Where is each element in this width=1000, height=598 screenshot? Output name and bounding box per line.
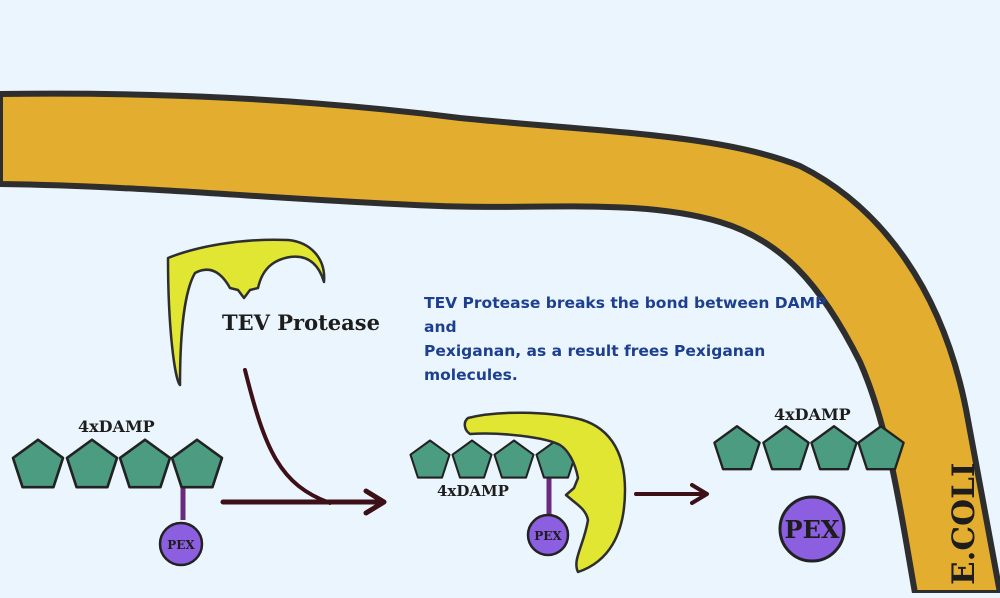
damp-unit	[409, 439, 451, 479]
damp-unit	[493, 439, 535, 479]
damp-unit	[810, 425, 858, 471]
damp-unit	[762, 425, 810, 471]
pex-molecule-middle	[526, 513, 570, 557]
damp-unit	[65, 438, 119, 489]
ecoli-label: E.COLI	[946, 463, 982, 585]
reaction-arrow-1	[220, 488, 387, 516]
protease-curved-arrow	[243, 368, 332, 505]
ecoli-membrane	[0, 90, 1000, 596]
damp-unit	[118, 438, 172, 489]
damp-chain-right	[713, 425, 905, 471]
damp-unit	[11, 438, 65, 489]
reaction-arrow-2	[634, 483, 709, 505]
damp-label-left: 4xDAMP	[78, 417, 155, 436]
damp-unit	[170, 438, 224, 489]
tev-protease-label: TEV Protease	[222, 310, 380, 335]
tev-protease-bound	[463, 411, 627, 574]
pex-label-left: PEX	[167, 538, 195, 552]
tev-protease-shape	[166, 238, 326, 387]
pex-molecule-free	[778, 495, 846, 563]
pex-molecule-left	[158, 521, 204, 567]
damp-label-right: 4xDAMP	[774, 405, 851, 424]
damp-label-middle: 4xDAMP	[437, 482, 509, 500]
damp-unit	[451, 439, 493, 479]
caption-line-1: TEV Protease breaks the bond between DAM…	[424, 294, 827, 336]
explanation-caption: TEV Protease breaks the bond between DAM…	[424, 291, 864, 387]
pex-label-middle: PEX	[534, 529, 562, 543]
caption-line-2: Pexiganan, as a result frees Pexiganan m…	[424, 342, 766, 384]
damp-chain-middle	[409, 439, 577, 514]
pex-label-free: PEX	[785, 515, 840, 544]
damp-chain-left	[11, 438, 224, 520]
damp-unit	[713, 425, 761, 471]
